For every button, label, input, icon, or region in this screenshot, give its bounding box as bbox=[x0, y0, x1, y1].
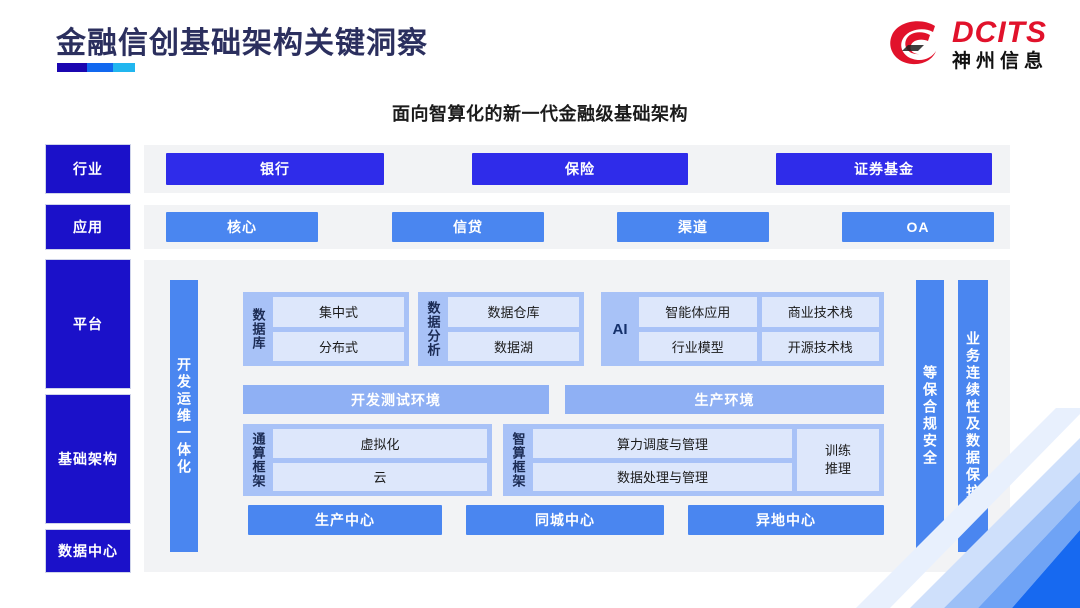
cell-agent-application[interactable]: 智能体应用 bbox=[639, 297, 757, 327]
rule-segment-2 bbox=[87, 63, 113, 72]
industry-item-insurance[interactable]: 保险 bbox=[472, 153, 688, 185]
datacenter-item-same-city[interactable]: 同城中心 bbox=[466, 505, 664, 535]
group-ai-items: 智能体应用 商业技术栈 行业模型 开源技术栈 bbox=[639, 297, 879, 361]
company-logo: DCITS 神州信息 bbox=[888, 18, 1048, 71]
cell-data-warehouse[interactable]: 数据仓库 bbox=[448, 297, 579, 327]
application-item-channel[interactable]: 渠道 bbox=[617, 212, 769, 242]
cell-data-processing[interactable]: 数据处理与管理 bbox=[533, 462, 792, 491]
group-general-framework-items: 虚拟化 云 bbox=[273, 429, 487, 491]
sidebar-item-datacenter[interactable]: 数据中心 bbox=[46, 530, 130, 572]
env-bar-production[interactable]: 生产环境 bbox=[565, 385, 884, 414]
cell-training-inference[interactable]: 训练 推理 bbox=[797, 429, 879, 491]
datacenter-item-production[interactable]: 生产中心 bbox=[248, 505, 442, 535]
cell-compute-scheduling[interactable]: 算力调度与管理 bbox=[533, 429, 792, 458]
cell-data-lake[interactable]: 数据湖 bbox=[448, 331, 579, 361]
vertical-bar-devops[interactable]: 开发运维一体化 bbox=[170, 280, 198, 552]
sidebar-item-infrastructure[interactable]: 基础架构 bbox=[46, 395, 130, 523]
logo-wordmark: DCITS 神州信息 bbox=[951, 16, 1048, 72]
group-data-analysis: 数据分析 数据仓库 数据湖 bbox=[418, 292, 584, 366]
group-data-analysis-label: 数据分析 bbox=[425, 301, 441, 357]
cell-opensource-tech-stack[interactable]: 开源技术栈 bbox=[761, 331, 879, 361]
rule-segment-3 bbox=[113, 63, 135, 72]
cell-training-label: 训练 bbox=[824, 443, 851, 459]
group-database-label: 数据库 bbox=[250, 308, 266, 350]
cell-cloud[interactable]: 云 bbox=[273, 462, 487, 491]
cell-distributed[interactable]: 分布式 bbox=[273, 331, 404, 361]
cell-inference-label: 推理 bbox=[824, 461, 851, 476]
group-smart-compute-framework: 智算框架 算力调度与管理 数据处理与管理 训练 推理 bbox=[503, 424, 884, 496]
logo-english-name: DCITS bbox=[951, 16, 1047, 49]
application-item-credit[interactable]: 信贷 bbox=[392, 212, 544, 242]
env-bar-dev-test[interactable]: 开发测试环境 bbox=[243, 385, 549, 414]
page-subtitle: 面向智算化的新一代金融级基础架构 bbox=[392, 104, 688, 124]
group-data-analysis-items: 数据仓库 数据湖 bbox=[448, 297, 579, 361]
sidebar-item-platform[interactable]: 平台 bbox=[46, 260, 130, 388]
group-smart-framework-stack: 算力调度与管理 数据处理与管理 bbox=[533, 429, 792, 491]
industry-item-securities-fund[interactable]: 证券基金 bbox=[776, 153, 992, 185]
industry-item-bank[interactable]: 银行 bbox=[166, 153, 384, 185]
dcits-swirl-icon bbox=[890, 20, 936, 64]
group-general-compute-framework: 通算框架 虚拟化 云 bbox=[243, 424, 492, 496]
cell-industry-model[interactable]: 行业模型 bbox=[639, 331, 757, 361]
sidebar-item-industry[interactable]: 行业 bbox=[46, 145, 130, 193]
cell-virtualization[interactable]: 虚拟化 bbox=[273, 429, 487, 458]
page-title: 金融信创基础架构关键洞察 bbox=[56, 27, 428, 60]
group-ai-label: AI bbox=[612, 320, 628, 338]
rule-segment-1 bbox=[57, 63, 87, 72]
cell-commercial-tech-stack[interactable]: 商业技术栈 bbox=[761, 297, 879, 327]
group-database: 数据库 集中式 分布式 bbox=[243, 292, 409, 366]
group-smart-framework-label: 智算框架 bbox=[510, 432, 526, 488]
vertical-bar-security-compliance[interactable]: 等保合规安全 bbox=[916, 280, 944, 552]
group-database-items: 集中式 分布式 bbox=[273, 297, 404, 361]
group-smart-framework-items: 算力调度与管理 数据处理与管理 训练 推理 bbox=[533, 429, 879, 491]
title-underline-rule bbox=[57, 63, 135, 72]
group-general-framework-label: 通算框架 bbox=[250, 432, 266, 488]
group-ai: AI 智能体应用 商业技术栈 行业模型 开源技术栈 bbox=[601, 292, 884, 366]
datacenter-item-remote[interactable]: 异地中心 bbox=[688, 505, 884, 535]
logo-chinese-name: 神州信息 bbox=[951, 51, 1048, 72]
application-item-core[interactable]: 核心 bbox=[166, 212, 318, 242]
application-item-oa[interactable]: OA bbox=[842, 212, 994, 242]
vertical-bar-business-continuity[interactable]: 业务连续性及数据保护 bbox=[958, 280, 988, 552]
sidebar-item-application[interactable]: 应用 bbox=[46, 205, 130, 249]
cell-centralized[interactable]: 集中式 bbox=[273, 297, 404, 327]
